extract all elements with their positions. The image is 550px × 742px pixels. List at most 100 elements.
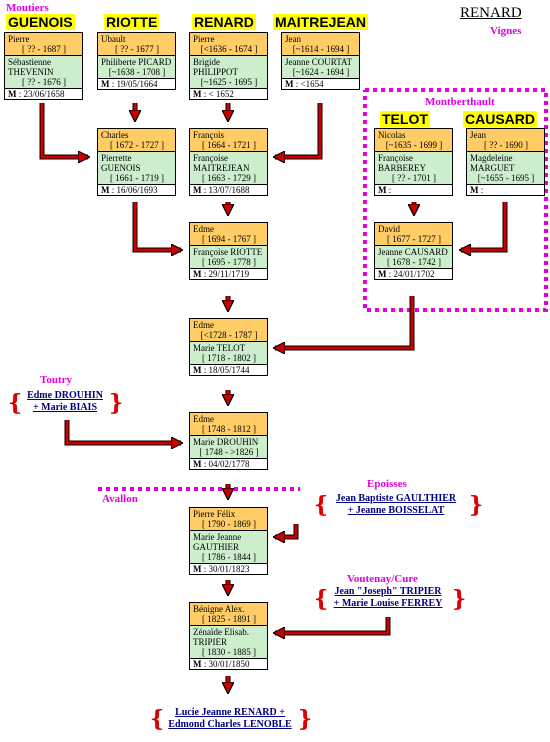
right-brace-icon: } [469,492,484,518]
link-tripier-ferrey[interactable]: Jean "Joseph" TRIPIER + Marie Louise FER… [322,586,454,610]
wife-dates: [ 1718 - 1802 ] [202,353,256,363]
wife-dates: [~1655 - 1695 ] [477,173,535,183]
marriage-date: M : 04/02/1778 [190,459,267,469]
wife-dates: [~1624 - 1694 ] [292,67,350,77]
left-brace-icon: { [150,706,165,732]
wife-dates: [~1638 - 1708 ] [108,67,166,77]
marriage-date: M : 13/07/1688 [190,185,267,195]
wife-name: Françoise RIOTTE [193,247,263,257]
husband-dates: [~1635 - 1699 ] [385,140,443,150]
link-drouhin-biais[interactable]: Edme DROUHIN + Marie BIAIS [18,390,112,414]
family-label-guenois: GUENOIS [6,14,75,30]
wife-cell: Zénaïde Elisab. TRIPIER[ 1830 - 1885 ] [190,626,267,659]
husband-cell: Pierre Félix[ 1790 - 1869 ] [190,508,267,531]
husband-dates: [<1728 - 1787 ] [200,330,258,340]
region-label-montberthault: Montberthault [425,96,495,108]
wife-cell: Françoise RIOTTE[ 1695 - 1778 ] [190,246,267,269]
family-label-causard: CAUSARD [463,111,537,127]
wife-cell: Marie DROUHIN[ 1748 - >1826 ] [190,436,267,459]
marriage-box[interactable]: Ubault[ ?? - 1677 ] Philiberte PICARD[~1… [97,32,176,90]
husband-name: Pierre [8,34,30,44]
region-label-toutry: Toutry [40,374,72,386]
wife-name: Jeanne CAUSARD [378,247,448,257]
link-gaulthier-boisselat[interactable]: Jean Baptiste GAULTHIER + Jeanne BOISSEL… [322,493,470,517]
husband-dates: [ 1664 - 1721 ] [202,140,256,150]
wife-name: Pierrette GUENOIS [101,153,141,173]
husband-dates: [ 1694 - 1767 ] [202,234,256,244]
husband-name: Jean [285,34,301,44]
marriage-date: M : [467,185,544,195]
husband-cell: Edme[ 1694 - 1767 ] [190,223,267,246]
region-label-voutenay: Voutenay/Cure [347,573,418,585]
wife-cell: Pierrette GUENOIS[ 1661 - 1719 ] [98,152,175,185]
wife-name: Zénaïde Elisab. TRIPIER [193,627,249,647]
husband-cell: Edme[ 1748 - 1812 ] [190,413,267,436]
husband-name: Edme [193,224,214,234]
husband-cell: François[ 1664 - 1721 ] [190,129,267,152]
husband-dates: [ 1748 - 1812 ] [202,424,256,434]
marriage-date: M : 29/11/1719 [190,269,267,279]
wife-cell: Jeanne CAUSARD[ 1678 - 1742 ] [375,246,452,269]
family-label-maitrejean: MAITREJEAN [273,14,369,30]
page-title: RENARD [460,5,522,21]
husband-cell: Pierre[ ?? - 1687 ] [5,33,82,56]
region-label-moutiers: Moutiers [6,2,49,14]
wife-name: Sébastienne THEVENIN [8,57,54,77]
marriage-box[interactable]: Pierre Félix[ 1790 - 1869 ] Marie Jeanne… [189,507,268,575]
marriage-date: M : 16/06/1693 [98,185,175,195]
link-line: Edmond Charles LENOBLE [168,719,292,730]
link-line: Edme DROUHIN [27,390,103,401]
wife-dates: [ 1678 - 1742 ] [387,257,441,267]
wife-name: Jeanne COURTAT [285,57,352,67]
wife-cell: Jeanne COURTAT[~1624 - 1694 ] [282,56,359,79]
wife-cell: Françoise BARBEREY[ ?? - 1701 ] [375,152,452,185]
husband-cell: Pierre[<1636 - 1674 ] [190,33,267,56]
husband-name: David [378,224,400,234]
link-descendants[interactable]: Lucie Jeanne RENARD + Edmond Charles LEN… [160,707,300,731]
marriage-box[interactable]: Nicolas[~1635 - 1699 ] Françoise BARBERE… [374,128,453,196]
marriage-box[interactable]: Pierre[<1636 - 1674 ] Brigide PHILIPPOT[… [189,32,268,100]
montberthault-region-border [363,88,548,312]
family-label-telot: TELOT [380,111,430,127]
marriage-date: M : [375,185,452,195]
husband-dates: [ ?? - 1687 ] [22,44,66,54]
marriage-date: M : 19/05/1664 [98,79,175,89]
marriage-box[interactable]: Edme[ 1694 - 1767 ] Françoise RIOTTE[ 16… [189,222,268,280]
marriage-date: M : <1654 [282,79,359,89]
marriage-box[interactable]: Edme[<1728 - 1787 ] Marie TELOT[ 1718 - … [189,318,268,376]
marriage-box[interactable]: Jean[ ?? - 1690 ] Magdeleine MARGUET[~16… [466,128,545,196]
left-brace-icon: { [8,390,23,416]
husband-cell: Jean[ ?? - 1690 ] [467,129,544,152]
family-label-renard: RENARD [192,14,256,30]
link-line: Jean Baptiste GAULTHIER [335,493,457,504]
wife-cell: Magdeleine MARGUET[~1655 - 1695 ] [467,152,544,185]
marriage-box[interactable]: Charles[ 1672 - 1727 ] Pierrette GUENOIS… [97,128,176,196]
husband-dates: [ 1672 - 1727 ] [110,140,164,150]
marriage-box[interactable]: Pierre[ ?? - 1687 ] Sébastienne THEVENIN… [4,32,83,100]
marriage-box[interactable]: François[ 1664 - 1721 ] Françoise MAITRE… [189,128,268,196]
marriage-box[interactable]: Edme[ 1748 - 1812 ] Marie DROUHIN[ 1748 … [189,412,268,470]
wife-name: Marie DROUHIN [193,437,259,447]
wife-name: Marie Jeanne GAUTHIER [193,532,242,552]
marriage-box[interactable]: David[ 1677 - 1727 ] Jeanne CAUSARD[ 167… [374,222,453,280]
wife-cell: Françoise MAITREJEAN[ 1663 - 1729 ] [190,152,267,185]
wife-dates: [ ?? - 1676 ] [22,77,66,87]
husband-cell: Bénigne Alex.[ 1825 - 1891 ] [190,603,267,626]
wife-cell: Sébastienne THEVENIN[ ?? - 1676 ] [5,56,82,89]
wife-dates: [ 1661 - 1719 ] [110,173,164,183]
region-label-avallon: Avallon [102,493,138,505]
wife-dates: [ 1663 - 1729 ] [202,173,256,183]
family-label-riotte: RIOTTE [104,14,160,30]
marriage-date: M : < 1652 [190,89,267,99]
husband-dates: [ 1790 - 1869 ] [202,519,256,529]
wife-name: Magdeleine MARGUET [470,153,515,173]
region-label-epoisses: Epoisses [367,478,407,490]
husband-name: Nicolas [378,130,406,140]
husband-name: Jean [470,130,486,140]
marriage-date: M : 30/01/1823 [190,564,267,574]
right-brace-icon: } [452,586,467,612]
marriage-box[interactable]: Bénigne Alex.[ 1825 - 1891 ] Zénaïde Eli… [189,602,268,670]
marriage-box[interactable]: Jean[~1614 - 1694 ] Jeanne COURTAT[~1624… [281,32,360,90]
wife-dates: [ 1695 - 1778 ] [202,257,256,267]
husband-cell: Charles[ 1672 - 1727 ] [98,129,175,152]
